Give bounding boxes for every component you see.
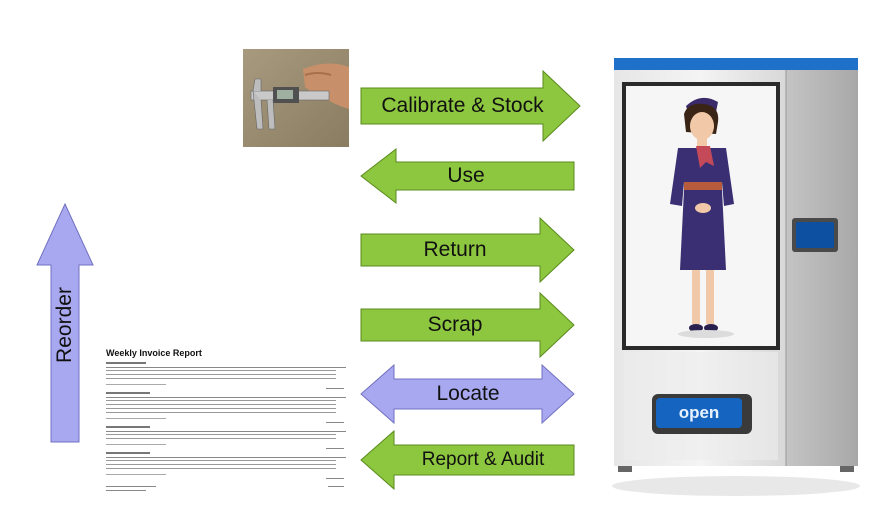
flow-arrow-calibrate-stock: Calibrate & Stock — [360, 70, 582, 142]
flow-label-return: Return — [423, 238, 487, 261]
reorder-label: Reorder — [53, 287, 76, 363]
weekly-invoice-report: Weekly Invoice Report — [96, 340, 358, 500]
flow-label-use: Use — [447, 164, 485, 187]
flow-arrow-locate: Locate — [360, 364, 576, 424]
flow-label-calibrate-stock: Calibrate & Stock — [381, 94, 544, 117]
flow-arrow-return: Return — [360, 217, 576, 283]
flow-label-report-audit: Report & Audit — [421, 449, 545, 470]
open-button[interactable]: open — [656, 398, 742, 428]
flow-arrow-report-audit: Report & Audit — [360, 430, 576, 490]
flow-label-locate: Locate — [436, 382, 500, 405]
reorder-arrow: Reorder — [36, 203, 94, 443]
vending-machine — [612, 56, 860, 496]
open-button-label: open — [678, 403, 720, 422]
attendant-figure — [626, 86, 776, 346]
report-title: Weekly Invoice Report — [106, 348, 202, 358]
caliper-photo — [243, 49, 349, 147]
flow-arrow-scrap: Scrap — [360, 292, 576, 358]
flow-arrow-use: Use — [360, 148, 576, 204]
flow-label-scrap: Scrap — [427, 313, 483, 336]
